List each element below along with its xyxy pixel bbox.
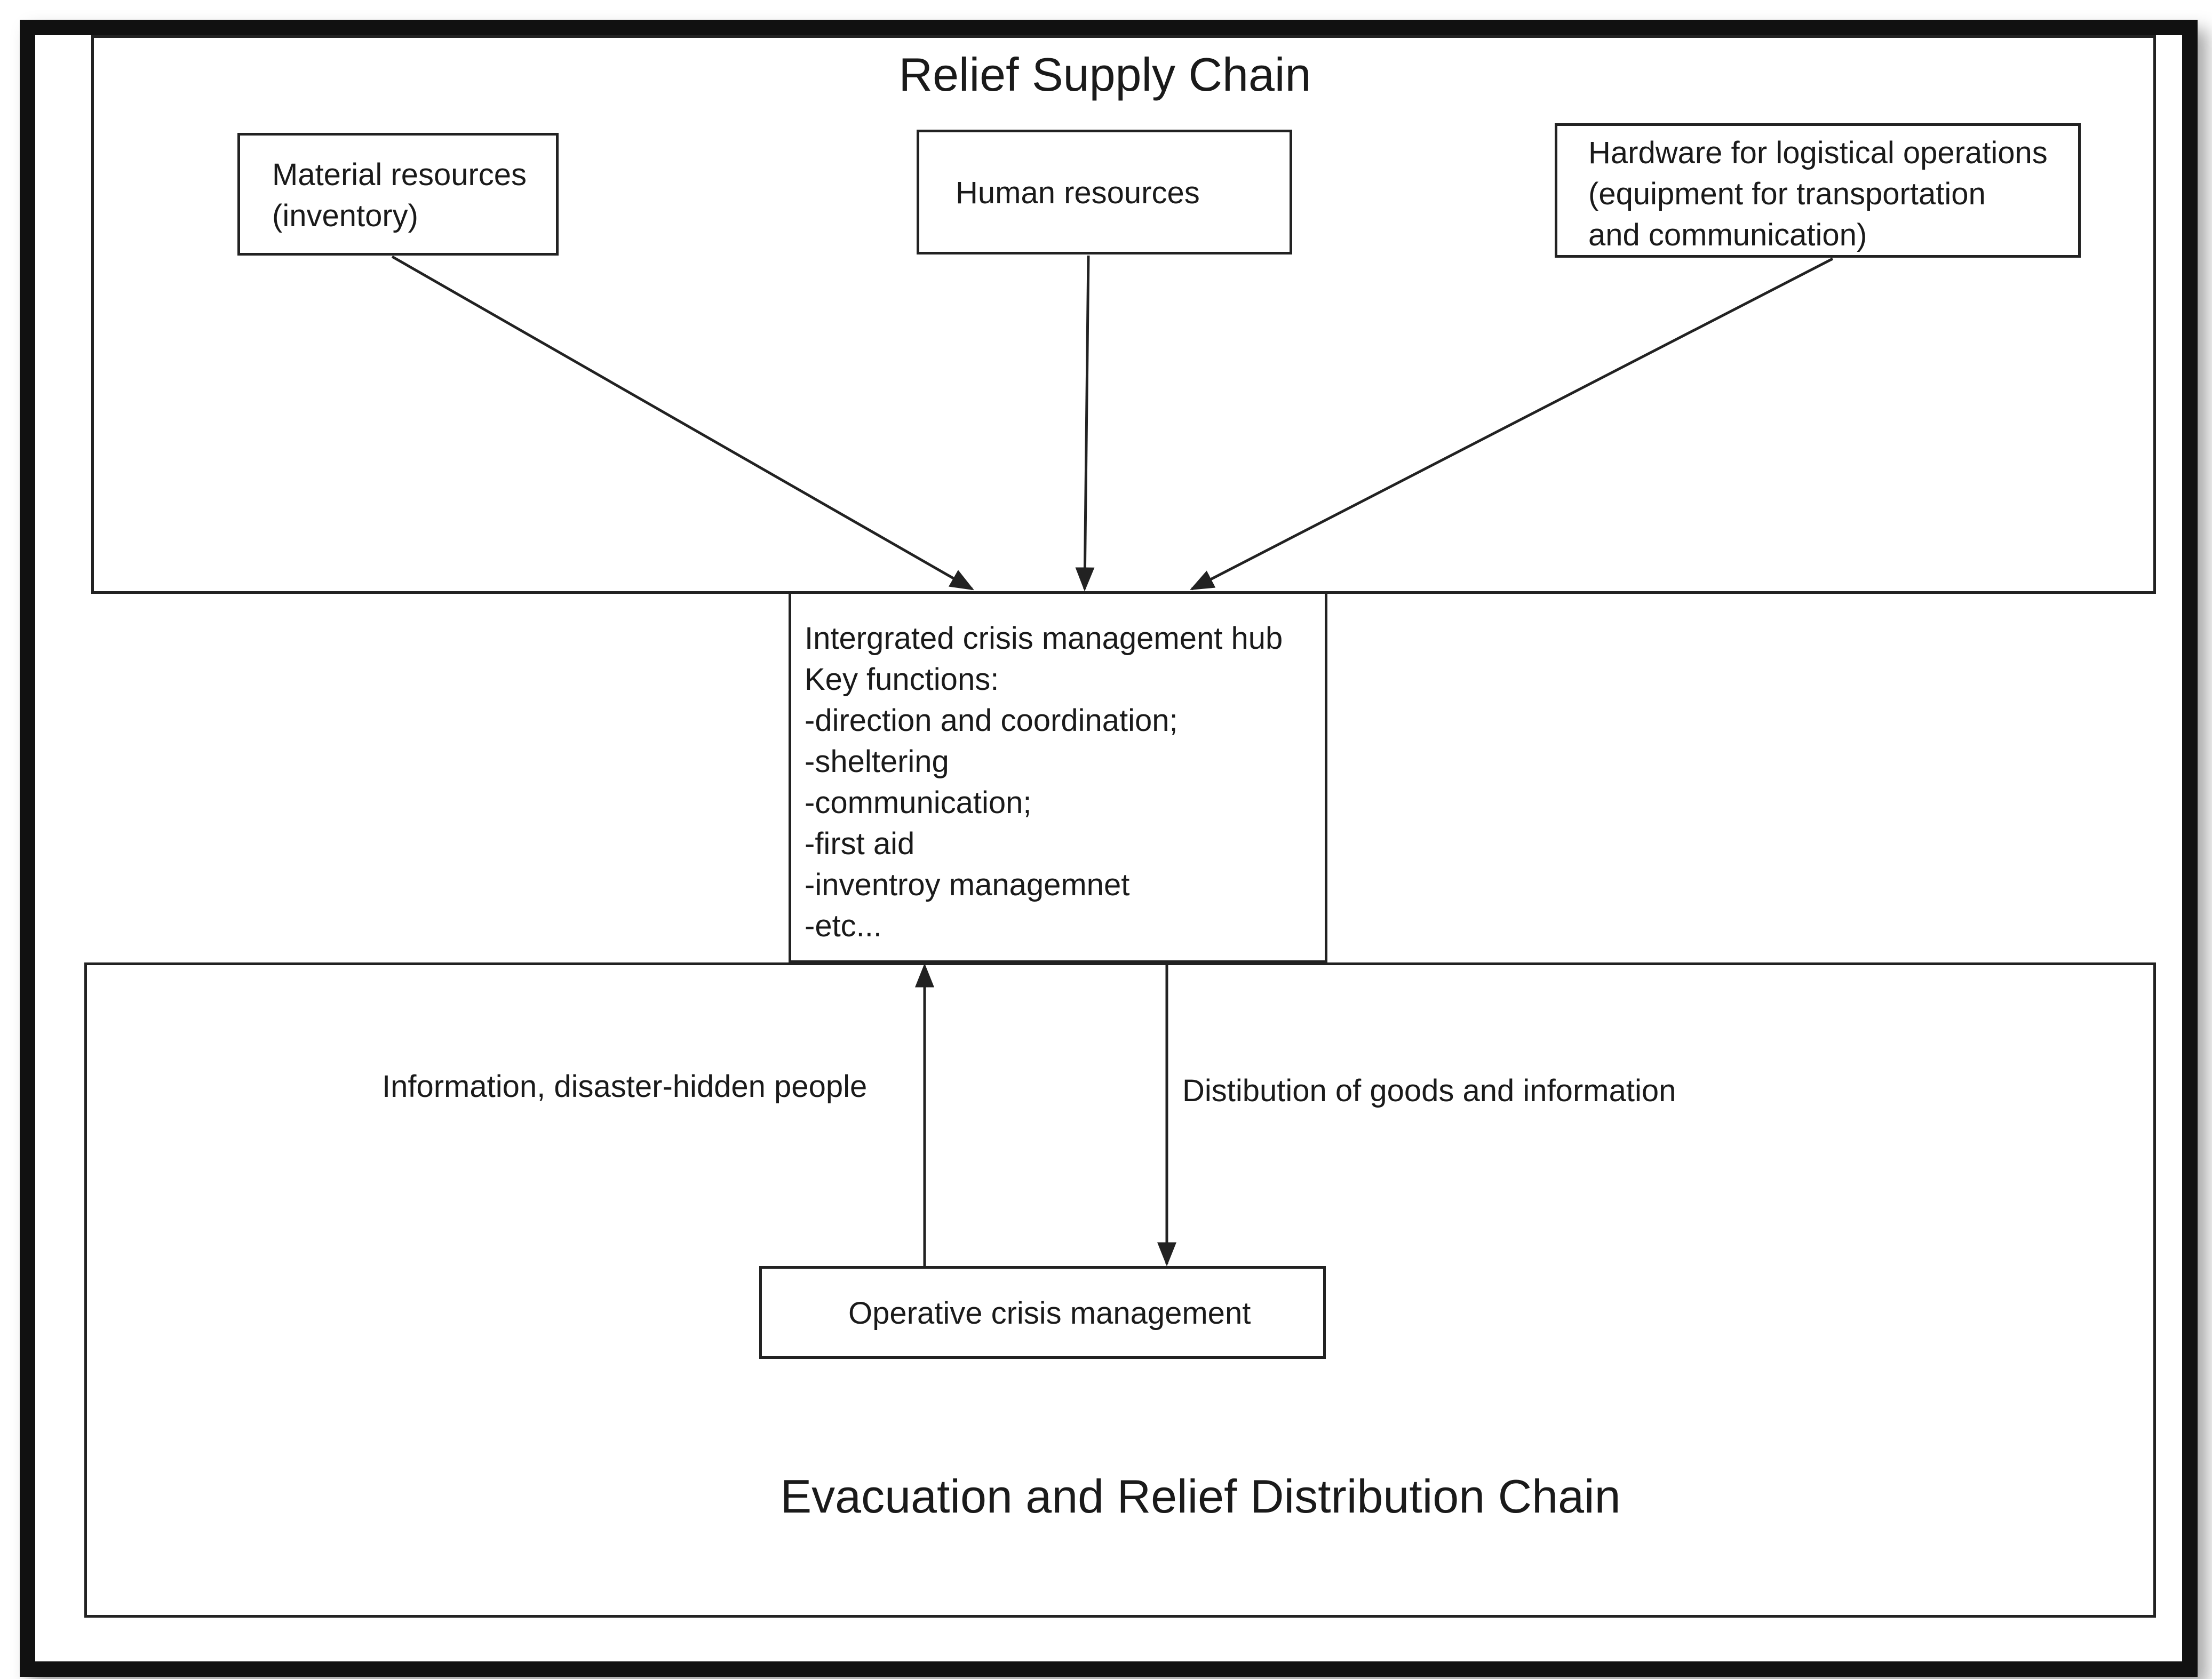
hardware-logistics-box: Hardware for logistical operations (equi… [1555,123,2081,258]
downward-flow-label: Distibution of goods and information [1182,1073,1676,1108]
operative-crisis-management-box: Operative crisis management [759,1266,1326,1359]
hub-line-2: Key functions: [805,662,999,697]
arrow-material-to-hub [391,255,974,591]
evacuation-relief-distribution-title: Evacuation and Relief Distribution Chain [780,1470,1621,1523]
human-resources-box: Human resources [917,130,1292,254]
arrow-hardware-to-hub [1190,257,1834,591]
hardware-label-line-1: Hardware for logistical operations [1588,136,2048,170]
hub-line-7: -inventroy managemnet [805,868,1130,902]
hardware-label-line-2: (equipment for transportation [1588,177,1986,211]
hub-line-4: -sheltering [805,744,949,779]
hardware-label-line-3: and communication) [1588,218,1867,252]
hub-line-5: -communication; [805,785,1032,820]
operative-crisis-management-label: Operative crisis management [848,1296,1251,1331]
hub-line-1: Intergrated crisis management hub [805,621,1283,656]
relief-supply-chain-title: Relief Supply Chain [898,48,1311,101]
hub-line-3: -direction and coordination; [805,703,1178,738]
evacuation-relief-distribution-region [84,962,2156,1618]
hub-line-6: -first aid [805,826,915,861]
upward-flow-label: Information, disaster-hidden people [382,1069,868,1104]
crisis-management-hub-box: Intergrated crisis management hub Key fu… [789,591,1327,963]
material-resources-label-line-1: Material resources [272,157,527,192]
human-resources-label: Human resources [956,176,1200,210]
material-resources-label-line-2: (inventory) [272,198,418,233]
hub-line-8: -etc... [805,909,882,943]
arrow-human-to-hub [1075,255,1095,592]
material-resources-box: Material resources (inventory) [237,133,559,256]
figure-frame [20,20,2198,1677]
